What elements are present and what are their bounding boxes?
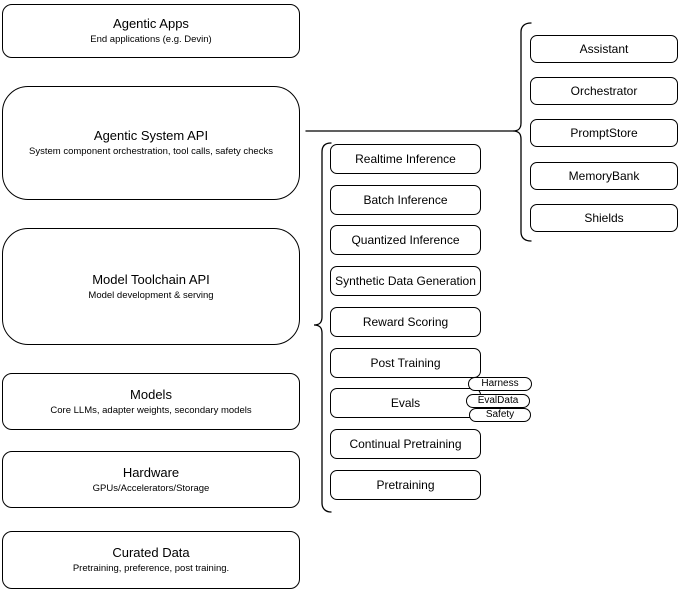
toolchain-item-realtime-inference: Realtime Inference: [330, 144, 481, 174]
toolchain-brace: [313, 142, 332, 513]
toolchain-item-quantized-inference: Quantized Inference: [330, 225, 481, 255]
system-component-orchestrator: Orchestrator: [530, 77, 678, 105]
evals-tag-safety: Safety: [469, 408, 531, 422]
layer-title: Hardware: [122, 464, 180, 480]
layer-subtitle: End applications (e.g. Devin): [90, 34, 212, 45]
layer-subtitle: Pretraining, preference, post training.: [72, 563, 230, 574]
evals-tag-harness: Harness: [468, 377, 532, 391]
layer-subtitle: System component orchestration, tool cal…: [29, 146, 273, 157]
layer-agentic-system-api: Agentic System API System component orch…: [2, 86, 300, 200]
system-components-brace: [512, 22, 532, 242]
layer-models: Models Core LLMs, adapter weights, secon…: [2, 373, 300, 430]
layer-title: Models: [130, 386, 172, 402]
toolchain-item-pretraining: Pretraining: [330, 470, 481, 500]
system-component-assistant: Assistant: [530, 35, 678, 63]
toolchain-item-post-training: Post Training: [330, 348, 481, 378]
system-component-memorybank: MemoryBank: [530, 162, 678, 190]
layer-title: Curated Data: [112, 545, 190, 560]
layer-curated-data: Curated Data Pretraining, preference, po…: [2, 531, 300, 589]
toolchain-item-synthetic-data-generation: Synthetic Data Generation: [330, 266, 481, 296]
toolchain-item-continual-pretraining: Continual Pretraining: [330, 429, 481, 459]
system-component-promptstore: PromptStore: [530, 119, 678, 147]
toolchain-item-evals: Evals: [330, 388, 481, 418]
layer-agentic-apps: Agentic Apps End applications (e.g. Devi…: [2, 4, 300, 58]
toolchain-item-reward-scoring: Reward Scoring: [330, 307, 481, 337]
layer-subtitle: Core LLMs, adapter weights, secondary mo…: [50, 404, 252, 416]
evals-tag-evaldata: EvalData: [466, 394, 530, 408]
layer-title: Agentic Apps: [113, 16, 189, 31]
layer-subtitle: GPUs/Accelerators/Storage: [92, 482, 210, 494]
system-component-shields: Shields: [530, 204, 678, 232]
layer-title: Model Toolchain API: [92, 271, 210, 287]
layer-subtitle: Model development & serving: [88, 289, 214, 301]
layer-title: Agentic System API: [93, 128, 209, 143]
layer-hardware: Hardware GPUs/Accelerators/Storage: [2, 451, 300, 508]
layer-model-toolchain-api: Model Toolchain API Model development & …: [2, 228, 300, 345]
toolchain-item-batch-inference: Batch Inference: [330, 185, 481, 215]
